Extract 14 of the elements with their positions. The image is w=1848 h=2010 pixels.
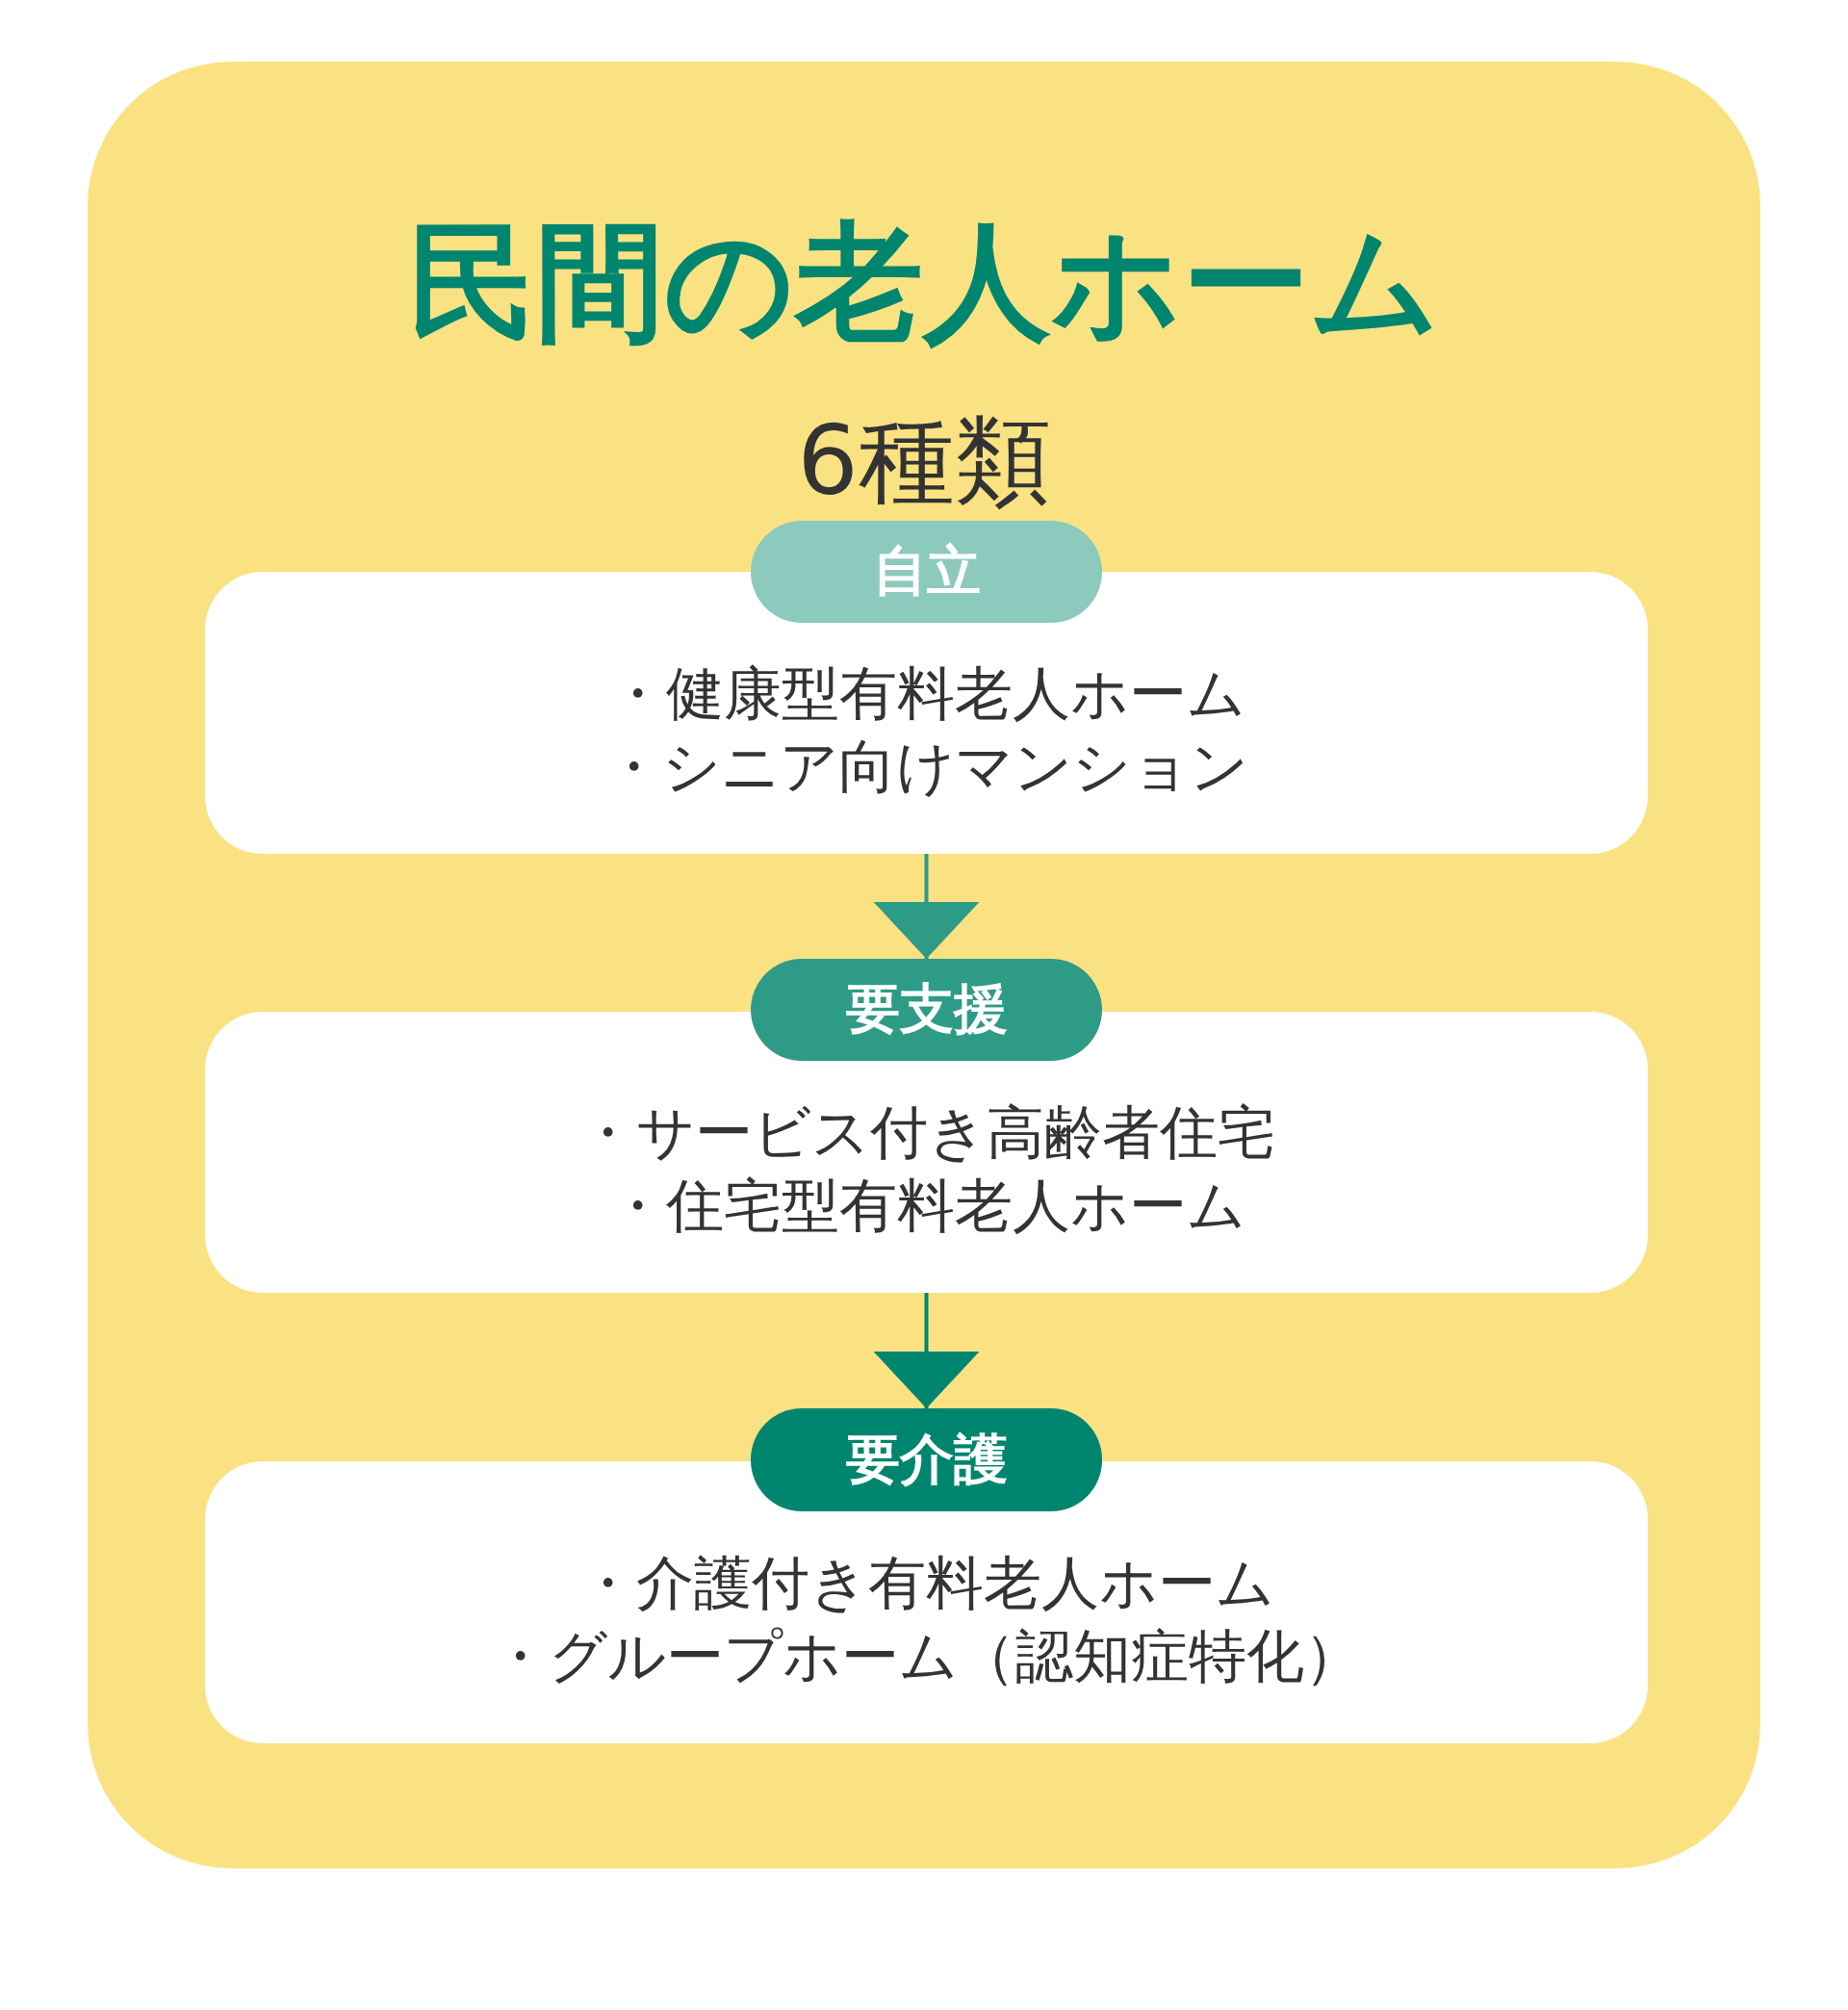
level-label: 要介護 — [845, 1426, 1008, 1492]
title: 民間の老人ホーム — [406, 207, 1442, 358]
level-label: 自立 — [872, 538, 981, 604]
level-label: 要支援 — [845, 976, 1008, 1042]
list-item: ・シニア向けマンション — [604, 731, 1248, 802]
panel-background — [88, 62, 1760, 1868]
down-arrow — [873, 1293, 980, 1408]
list-item: ・サービス付き高齢者住宅 — [578, 1097, 1275, 1168]
list-item: ・グループホーム（認知症特化） — [491, 1620, 1362, 1691]
down-arrow — [873, 854, 980, 959]
list-item: ・介護付き有料老人ホーム — [578, 1547, 1274, 1618]
list-item: ・健康型有料老人ホーム — [607, 657, 1245, 729]
subtitle: 6種類 — [796, 403, 1052, 519]
list-item: ・住宅型有料老人ホーム — [607, 1171, 1245, 1241]
